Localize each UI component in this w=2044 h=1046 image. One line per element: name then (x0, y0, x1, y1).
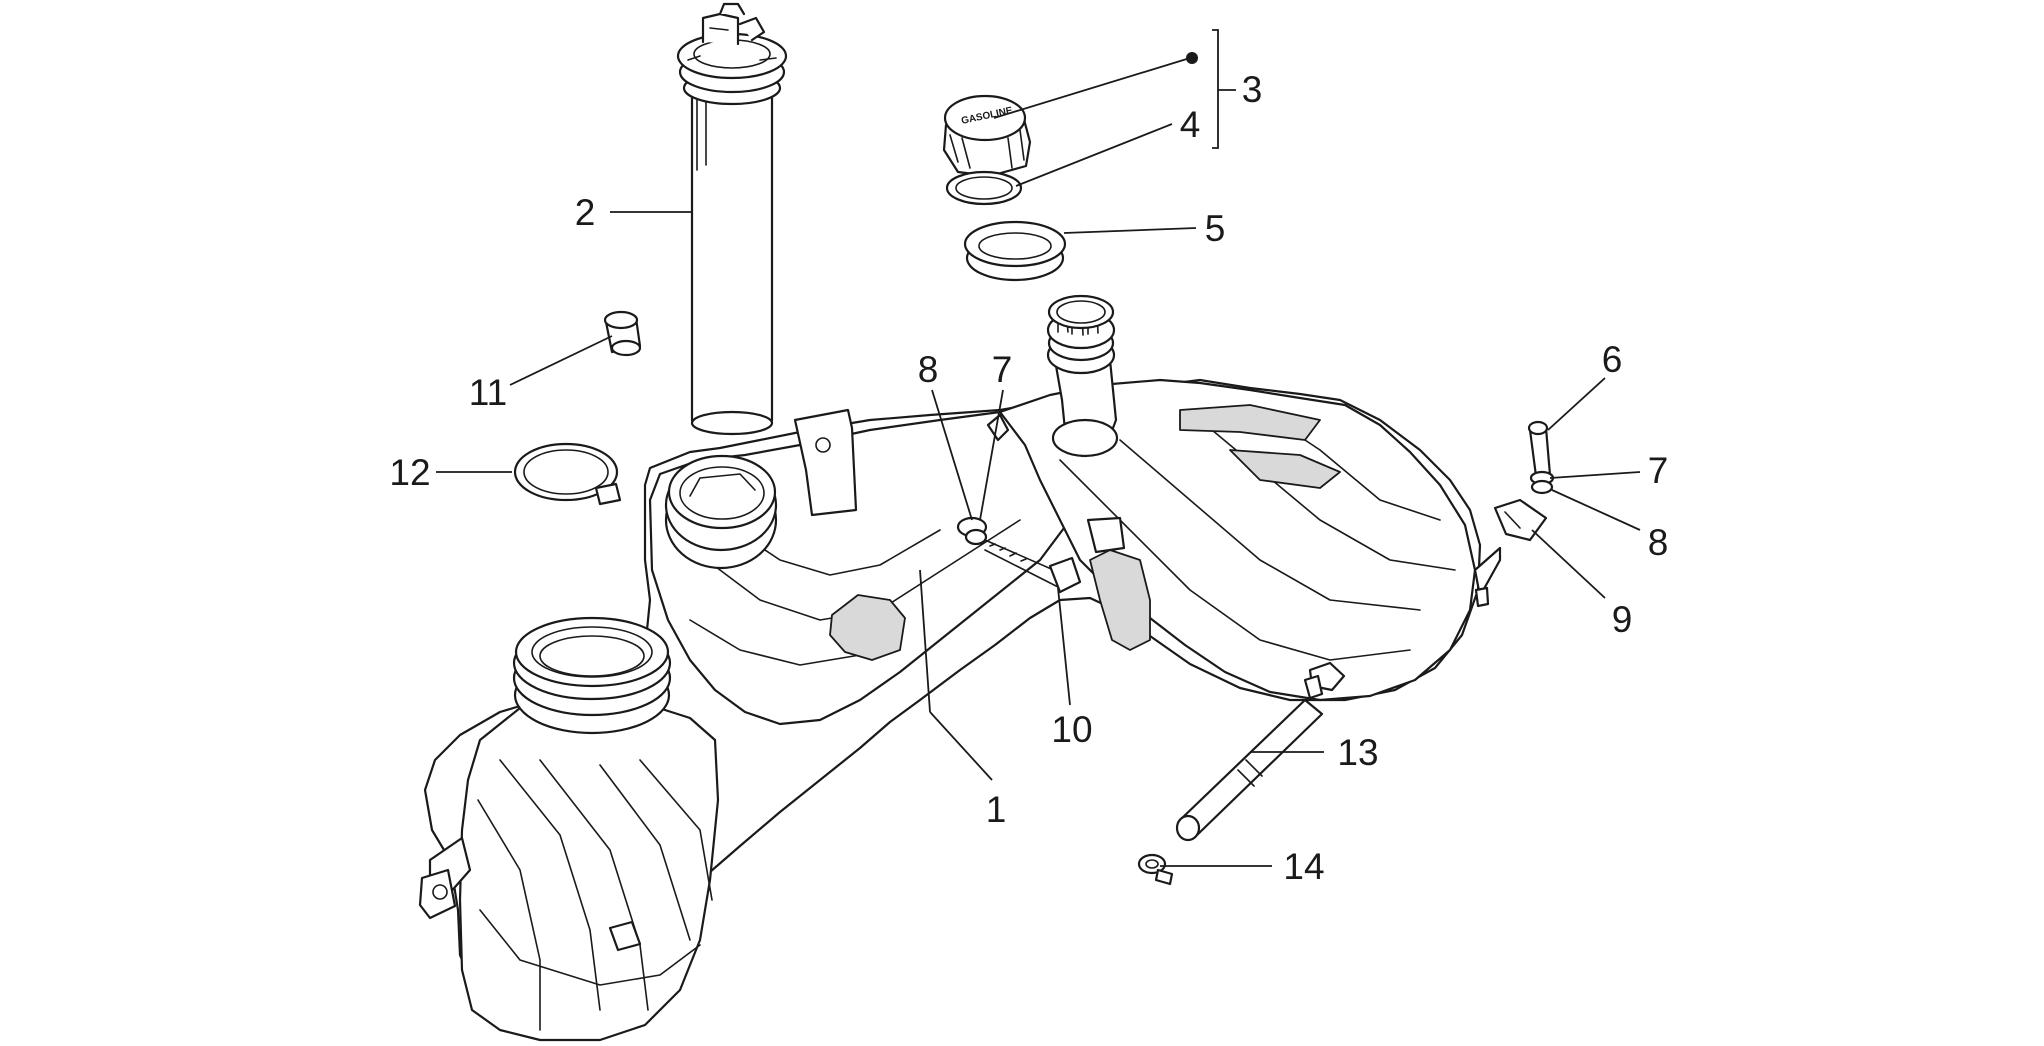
hose-clip-part-14 (1137, 853, 1174, 886)
callout-13: 13 (1337, 732, 1378, 773)
callout-5: 5 (1205, 208, 1226, 249)
callout-10: 10 (1051, 709, 1092, 750)
clamp-ring-part-12 (513, 442, 622, 506)
filler-ring-part-5 (963, 220, 1067, 282)
hose-part-13 (1175, 698, 1324, 842)
callout-7-left: 7 (992, 349, 1013, 390)
leader-lines (436, 29, 1641, 867)
callout-1: 1 (986, 789, 1007, 830)
fuel-pump-part-2 (676, 2, 788, 436)
callout-12: 12 (389, 452, 430, 493)
callout-3: 3 (1242, 69, 1263, 110)
callout-labels: 2 3 4 5 6 7 7 8 8 9 10 11 12 13 14 1 (389, 69, 1668, 887)
hardware-right-parts-6-9 (1493, 420, 1555, 542)
callout-9: 9 (1612, 599, 1633, 640)
callout-2: 2 (575, 192, 596, 233)
callout-14: 14 (1283, 846, 1324, 887)
bushing-part-11 (603, 310, 642, 357)
callout-7-right: 7 (1648, 450, 1669, 491)
callout-8-right: 8 (1648, 522, 1669, 563)
fuel-tank-part-1 (418, 294, 1502, 1042)
callout-6: 6 (1602, 339, 1623, 380)
callout-11: 11 (469, 372, 507, 413)
callout-8-left: 8 (918, 349, 939, 390)
centre-bolt-parts-7-8-10 (956, 516, 1082, 594)
callout-4: 4 (1180, 104, 1201, 145)
fuel-cap-part-3: GASOLINE (942, 94, 1032, 178)
o-ring-part-4 (945, 170, 1023, 206)
